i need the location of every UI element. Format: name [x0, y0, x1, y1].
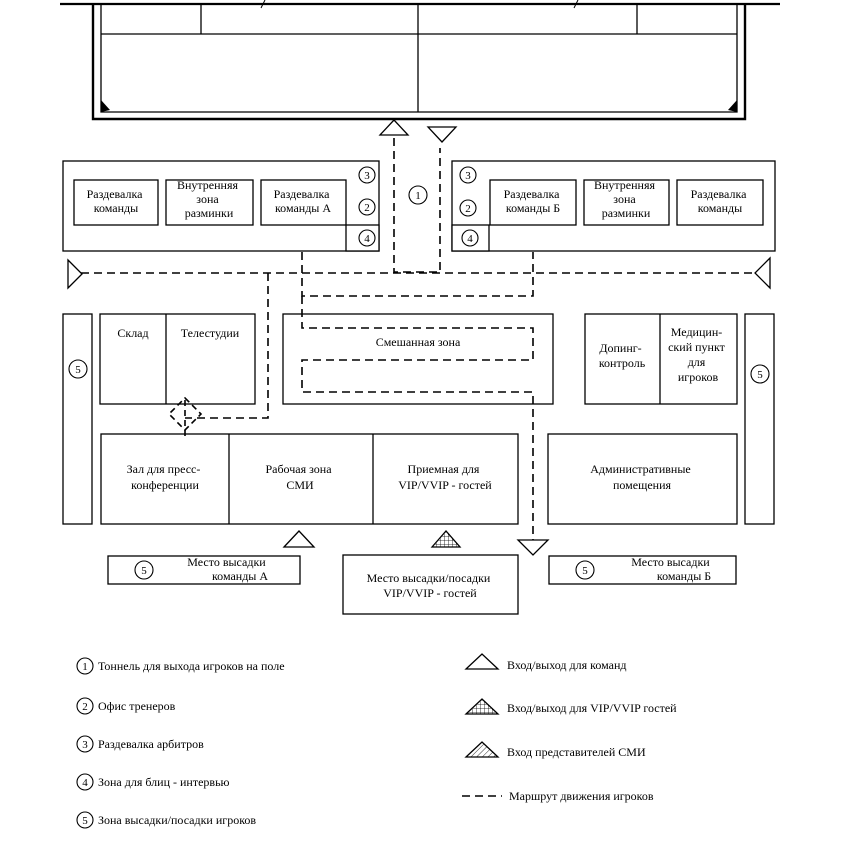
doping-medical-block: Допинг- контроль Медицин- ский пункт для… [584, 313, 738, 405]
marker-4-right: 4 [461, 229, 479, 247]
svg-text:3: 3 [364, 170, 370, 182]
media-vip-block: Зал для пресс- конференции Рабочая зона … [100, 433, 519, 525]
legend-numbered: 1 Тоннель для выхода игроков на поле 2 О… [76, 657, 285, 829]
legend-item-1: 1 Тоннель для выхода игроков на поле [76, 657, 285, 675]
mixed-zone-block: Смешанная зона [282, 313, 554, 405]
team-entrance-right-icon [754, 256, 771, 290]
marker-4-left: 4 [358, 229, 376, 247]
team-entrance-up-icon [378, 119, 410, 136]
legend-item-4: 4 Зона для блиц - интервью [76, 773, 230, 791]
room-vip-reception: Приемная для VIP/VVIP - гостей [398, 462, 492, 492]
room-tv-studios: Телестудии [181, 326, 240, 340]
svg-text:5: 5 [75, 364, 81, 376]
room-medical: Медицин- ский пункт для игроков [668, 325, 728, 384]
side-zone-left: 5 [62, 313, 93, 525]
room-doping: Допинг- контроль [599, 341, 646, 370]
svg-text:Маршрут движения игроков: Маршрут движения игроков [509, 789, 654, 803]
svg-text:5: 5 [141, 565, 147, 577]
svg-text:Офис тренеров: Офис тренеров [98, 699, 176, 713]
triangle-plain-icon [464, 653, 500, 670]
room-admin: Административные помещения [590, 462, 694, 492]
dropoff-team-a: 5 Место высадки команды А [107, 555, 301, 585]
vip-entrance-icon [430, 530, 462, 548]
room-storage: Склад [117, 326, 148, 340]
legend-item-2: 2 Офис тренеров [76, 697, 176, 715]
room-mixed-zone: Смешанная зона [376, 335, 461, 349]
svg-text:2: 2 [82, 701, 88, 713]
svg-text:Место высадки команды А: Место высадки команды А [187, 555, 268, 583]
svg-text:2: 2 [364, 202, 370, 214]
svg-text:Раздевалка арбитров: Раздевалка арбитров [98, 737, 204, 751]
svg-text:2: 2 [465, 203, 471, 215]
svg-text:Тоннель для выхода игроков на: Тоннель для выхода игроков на поле [98, 659, 285, 673]
legend-symbol-media-entrance: Вход представителей СМИ [464, 741, 646, 759]
svg-text:1: 1 [415, 190, 421, 202]
legend-item-5: 5 Зона высадки/посадки игроков [76, 811, 256, 829]
svg-text:Зона высадки/посадки игроков: Зона высадки/посадки игроков [98, 813, 256, 827]
svg-text:Вход представителей СМИ: Вход представителей СМИ [507, 745, 646, 759]
svg-text:1: 1 [82, 661, 88, 673]
triangle-grid-icon [464, 698, 500, 715]
room-warmup-left: Внутренняя зона разминки [177, 178, 241, 220]
room-locker-team-left: Раздевалка команды [87, 187, 146, 215]
svg-text:Место высадки/посадки VI: Место высадки/посадки VIP/VVIP - гостей [367, 571, 494, 600]
svg-text:5: 5 [582, 565, 588, 577]
team-exit-down-icon [426, 126, 458, 143]
media-entrance-icon [282, 530, 316, 548]
svg-text:Зона для блиц - интервью: Зона для блиц - интервью [98, 775, 230, 789]
playing-field [60, 0, 780, 121]
marker-2-left: 2 [358, 198, 376, 216]
svg-text:5: 5 [82, 815, 88, 827]
storage-tv-block: Склад Телестудии [99, 313, 256, 405]
team-dropoff-arrow-icon [516, 539, 550, 556]
legend-symbol-team-entrance: Вход/выход для команд [464, 653, 626, 672]
triangle-hatched-icon [464, 741, 500, 758]
side-zone-right: 5 [744, 313, 775, 525]
room-media-work: Рабочая зона СМИ [265, 462, 334, 492]
room-locker-team-a: Раздевалка команды А [274, 187, 333, 215]
room-warmup-right: Внутренняя зона разминки [594, 178, 658, 220]
legend-symbol-vip-entrance: Вход/выход для VIP/VVIP гостей [464, 698, 677, 715]
player-route [68, 138, 770, 540]
svg-text:Вход/выход для VIP/VVIP гостей: Вход/выход для VIP/VVIP гостей [507, 701, 677, 715]
svg-text:Место высадки команды Б: Место высадки команды Б [631, 555, 712, 583]
legend-item-3: 3 Раздевалка арбитров [76, 735, 204, 753]
room-locker-team-b: Раздевалка команды Б [504, 187, 563, 215]
svg-text:3: 3 [465, 170, 471, 182]
room-locker-team-right: Раздевалка команды [691, 187, 750, 215]
svg-text:4: 4 [467, 233, 473, 245]
svg-text:3: 3 [82, 739, 88, 751]
marker-3-left: 3 [358, 166, 376, 184]
svg-text:4: 4 [82, 777, 88, 789]
dropoff-team-b: 5 Место высадки команды Б [548, 555, 737, 585]
svg-text:Вход/выход для команд: Вход/выход для команд [507, 658, 626, 672]
dropoff-vip: Место высадки/посадки VIP/VVIP - гостей [342, 554, 519, 615]
admin-block: Административные помещения [547, 433, 738, 525]
legend-symbols: Вход/выход для команд Вход/выход для VIP… [462, 653, 677, 803]
team-entrance-left-icon [67, 258, 83, 290]
marker-1-tunnel: 1 [408, 185, 428, 205]
passage-diamond-icon [167, 396, 203, 440]
marker-2-right: 2 [459, 199, 477, 217]
team-block-b: Раздевалка команды Б Внутренняя зона раз… [451, 160, 776, 252]
room-press-hall: Зал для пресс- конференции [127, 462, 204, 492]
svg-text:5: 5 [757, 369, 763, 381]
legend-symbol-route: Маршрут движения игроков [462, 789, 654, 803]
team-block-a: Раздевалка команды Внутренняя зона разми… [62, 160, 380, 252]
svg-text:4: 4 [364, 233, 370, 245]
marker-3-right: 3 [459, 166, 477, 184]
